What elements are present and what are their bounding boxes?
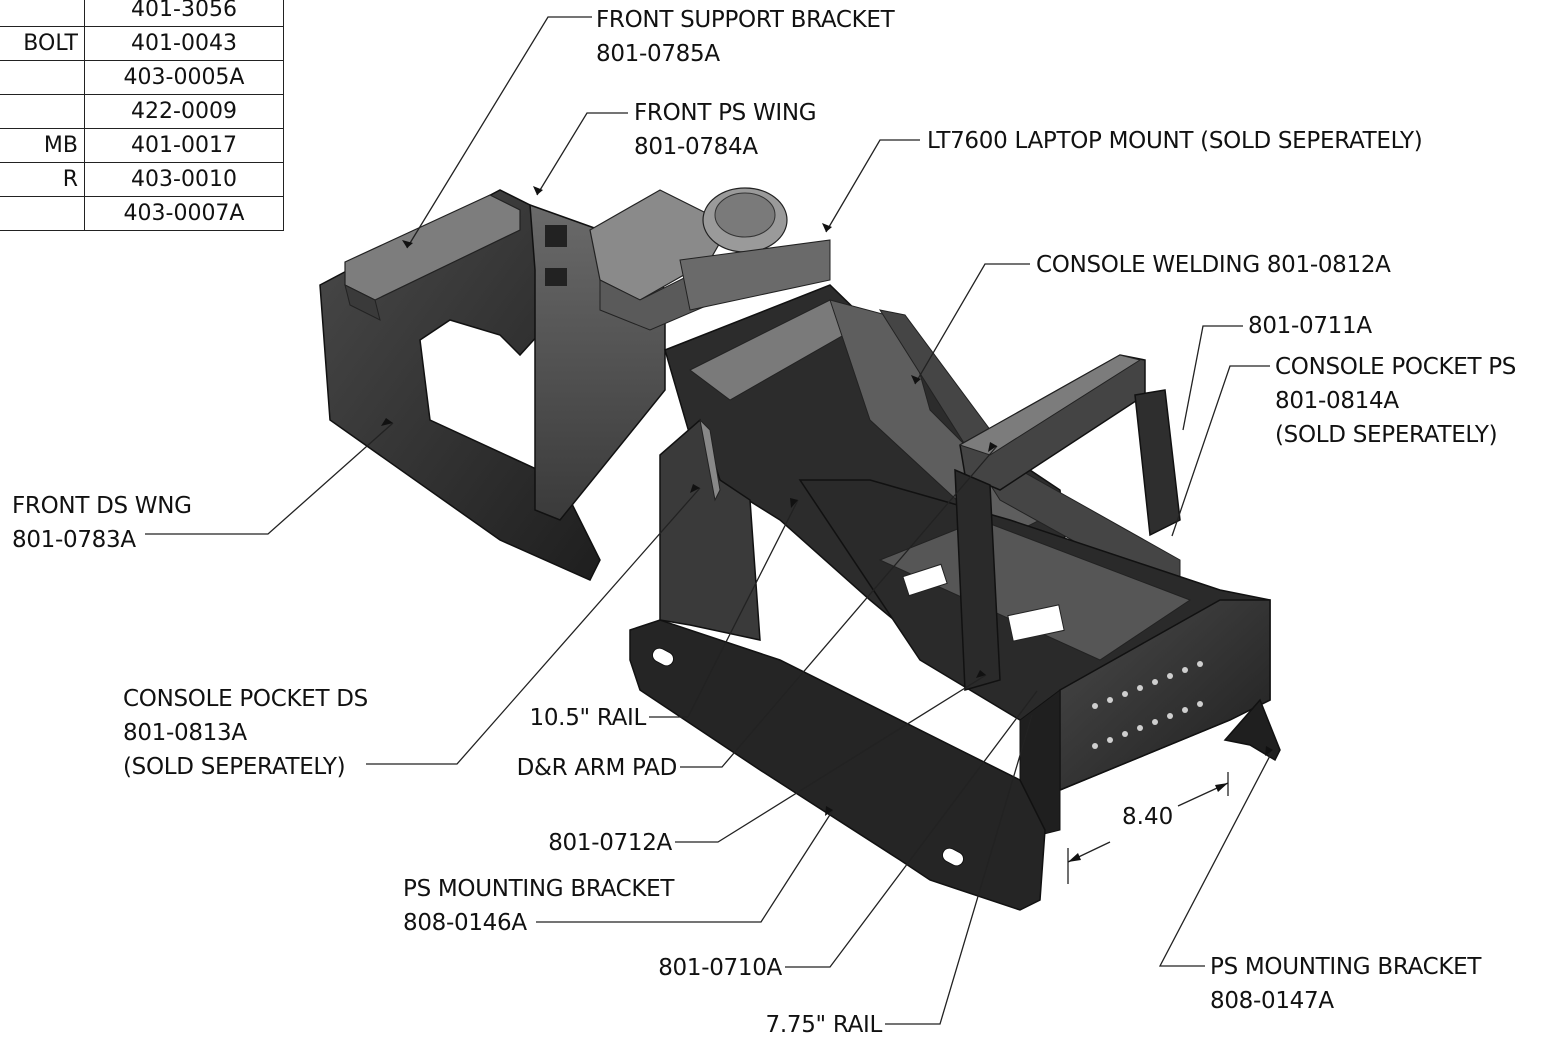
callout-front-ps-wing: FRONT PS WING 801-0784A xyxy=(634,96,817,164)
bom-part-number: 401-0043 xyxy=(84,26,284,61)
callout-line: LT7600 LAPTOP MOUNT (SOLD SEPERATELY) xyxy=(927,128,1423,154)
console-pocket-ps-part xyxy=(1019,599,1271,841)
callout-801-0712a: 801-0712A xyxy=(520,826,672,860)
bom-row: 422-0009 xyxy=(0,94,284,129)
callout-line: 801-0813A xyxy=(123,720,247,746)
callout-line: 801-0710A xyxy=(658,955,782,981)
bom-part-number: 422-0009 xyxy=(84,94,284,129)
callout-ps-mounting-bracket-146: PS MOUNTING BRACKET 808-0146A xyxy=(403,872,674,940)
bom-row: 401-3056 xyxy=(0,0,284,27)
ps-mounting-bracket-146-part xyxy=(629,619,1046,911)
callout-line: PS MOUNTING BRACKET xyxy=(403,876,675,902)
laptop-mount-part xyxy=(589,187,831,331)
callout-line: 801-0784A xyxy=(634,134,758,160)
dimension-arrowheads xyxy=(1068,783,1228,862)
bom-part-number: 401-3056 xyxy=(84,0,284,27)
callout-console-pocket-ds: CONSOLE POCKET DS 801-0813A (SOLD SEPERA… xyxy=(123,682,368,784)
callout-line: (SOLD SEPERATELY) xyxy=(1275,422,1498,448)
dimension-label: 8.40 xyxy=(1122,804,1174,830)
leader-lines xyxy=(145,16,1274,1025)
callout-line: (SOLD SEPERATELY) xyxy=(123,754,346,780)
callout-line: CONSOLE POCKET DS xyxy=(123,686,368,712)
armrest-part xyxy=(954,354,1181,691)
leader-arrowheads xyxy=(381,186,1273,816)
bom-desc: R xyxy=(0,162,85,197)
callout-801-0710a: 801-0710A xyxy=(630,951,782,985)
ps-mounting-bracket-147-part xyxy=(1223,698,1281,762)
front-support-bracket-part xyxy=(344,194,521,321)
callout-line: PS MOUNTING BRACKET xyxy=(1210,954,1482,980)
callout-line: D&R ARM PAD xyxy=(516,755,678,781)
bom-part-number: 403-0007A xyxy=(84,196,284,231)
callout-line: FRONT SUPPORT BRACKET xyxy=(596,7,895,33)
bom-desc xyxy=(0,196,85,231)
bom-part-number: 403-0005A xyxy=(84,60,284,95)
bom-desc: BOLT xyxy=(0,26,85,61)
callout-line: 801-0785A xyxy=(596,41,720,67)
callout-rail-10-5: 10.5" RAIL xyxy=(500,701,647,735)
callout-line: 808-0147A xyxy=(1210,988,1334,1014)
callout-line: 7.75" RAIL xyxy=(765,1012,883,1038)
callout-line: FRONT DS WNG xyxy=(12,493,192,519)
callout-line: CONSOLE POCKET PS xyxy=(1275,354,1517,380)
callout-arm-pad: D&R ARM PAD xyxy=(470,751,678,785)
callout-line: 801-0814A xyxy=(1275,388,1399,414)
callout-line: FRONT PS WING xyxy=(634,100,817,126)
callout-laptop-mount: LT7600 LAPTOP MOUNT (SOLD SEPERATELY) xyxy=(927,124,1423,158)
callout-ps-mounting-bracket-147: PS MOUNTING BRACKET 808-0147A xyxy=(1210,950,1481,1018)
callout-rail-7-75: 7.75" RAIL xyxy=(740,1008,883,1042)
callout-front-support-bracket: FRONT SUPPORT BRACKET 801-0785A xyxy=(596,3,895,71)
callout-line: 801-0783A xyxy=(12,527,136,553)
callout-armrest: 801-0711A xyxy=(1248,309,1372,343)
callout-line: 808-0146A xyxy=(403,910,527,936)
callout-line: 801-0711A xyxy=(1248,313,1372,339)
bom-part-number: 403-0010 xyxy=(84,162,284,197)
bom-desc xyxy=(0,94,85,129)
callout-line: 801-0712A xyxy=(548,830,672,856)
bom-desc xyxy=(0,60,85,95)
bom-desc xyxy=(0,0,85,27)
bom-row: 403-0005A xyxy=(0,60,284,95)
bom-row: 403-0007A xyxy=(0,196,284,231)
console-pocket-ds-part xyxy=(659,418,761,641)
callout-front-ds-wing: FRONT DS WNG 801-0783A xyxy=(12,489,192,557)
callout-console-welding: CONSOLE WELDING 801-0812A xyxy=(1036,248,1391,282)
bom-part-number: 401-0017 xyxy=(84,128,284,163)
callout-console-pocket-ps: CONSOLE POCKET PS 801-0814A (SOLD SEPERA… xyxy=(1275,350,1516,452)
bom-desc: MB xyxy=(0,128,85,163)
callout-line: 10.5" RAIL xyxy=(529,705,647,731)
callout-line: CONSOLE WELDING 801-0812A xyxy=(1036,252,1391,278)
